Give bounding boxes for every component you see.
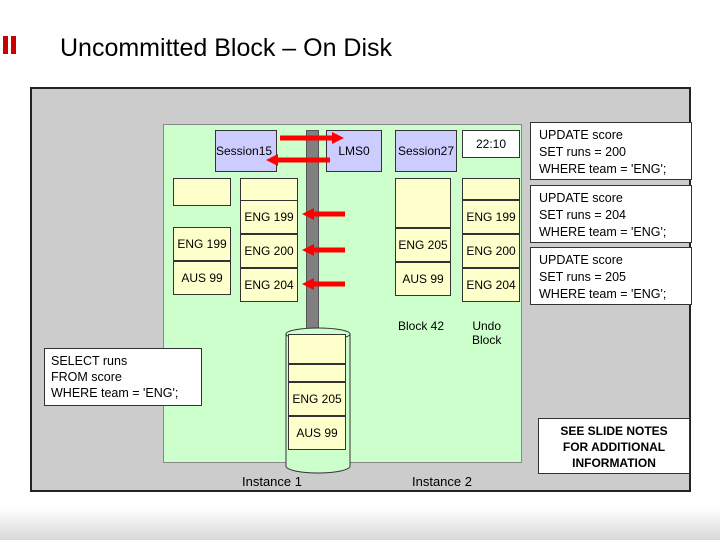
time-box: 22:10 — [462, 130, 520, 158]
inst1-buffer-text: ENG 204 — [244, 278, 294, 292]
session15-label: Session15 — [216, 144, 273, 158]
inst2-block-header — [395, 178, 451, 228]
inst1-row-text: AUS 99 — [181, 271, 223, 285]
session27-box: Session27 — [395, 130, 457, 172]
inst1-buffer-cell: ENG 199 — [240, 200, 298, 234]
inst2-undo-cell: ENG 199 — [462, 200, 520, 234]
inst1-buffer-cell: ENG 200 — [240, 234, 298, 268]
lms0-label: LMS0 — [338, 144, 370, 158]
inst1-row-cell: AUS 99 — [173, 261, 231, 295]
arrow-session15-to-lms0 — [280, 132, 344, 144]
disk-block-text: AUS 99 — [296, 426, 338, 440]
inst2-undo-text: ENG 200 — [466, 244, 516, 258]
inst1-buffer-cell: ENG 204 — [240, 268, 298, 302]
inst2-block-cell: ENG 205 — [395, 228, 451, 262]
page-title: Uncommitted Block – On Disk — [60, 34, 393, 62]
session15-box: Session15 — [215, 130, 277, 172]
update-statement-2: UPDATE score SET runs = 204 WHERE team =… — [530, 185, 692, 243]
select-query-box: SELECT runs FROM score WHERE team = 'ENG… — [44, 348, 202, 406]
undo-block-label: Undo Block — [472, 319, 502, 347]
inst2-undo-header — [462, 178, 520, 200]
update-statement-1: UPDATE score SET runs = 200 WHERE team =… — [530, 122, 692, 180]
inst2-undo-text: ENG 199 — [466, 210, 516, 224]
disk-block-header — [288, 334, 346, 364]
disk-block-cell: AUS 99 — [288, 416, 346, 450]
quote-mark-icon — [2, 30, 18, 70]
inst1-row-cell: ENG 199 — [173, 227, 231, 261]
disk-block-text: ENG 205 — [292, 392, 342, 406]
time-label: 22:10 — [475, 137, 507, 151]
disk-block-cell: ENG 205 — [288, 382, 346, 416]
arrow-undo-200 — [302, 244, 345, 256]
arrow-undo-204 — [302, 278, 345, 290]
inst2-block-text: ENG 205 — [398, 238, 448, 252]
slide-notes-box: SEE SLIDE NOTES FOR ADDITIONAL INFORMATI… — [538, 418, 690, 474]
arrow-lms0-to-session15 — [266, 154, 330, 166]
inst2-undo-cell: ENG 204 — [462, 268, 520, 302]
inst2-block-text: AUS 99 — [402, 272, 444, 286]
inst2-undo-cell: ENG 200 — [462, 234, 520, 268]
disk-block-spacer — [288, 364, 346, 382]
arrow-undo-199 — [302, 208, 345, 220]
inst1-buffer-text: ENG 199 — [244, 210, 294, 224]
inst1-row-text: ENG 199 — [177, 237, 227, 251]
footer-band — [0, 508, 720, 540]
session27-label: Session27 — [397, 144, 455, 158]
inst1-row-header — [173, 178, 231, 206]
inst2-block-cell: AUS 99 — [395, 262, 451, 296]
block-42-label: Block 42 — [398, 319, 445, 333]
inst1-buffer-text: ENG 200 — [244, 244, 294, 258]
instance1-label: Instance 1 — [242, 474, 302, 489]
inst2-undo-text: ENG 204 — [466, 278, 516, 292]
update-statement-3: UPDATE score SET runs = 205 WHERE team =… — [530, 247, 692, 305]
instance2-label: Instance 2 — [412, 474, 472, 489]
